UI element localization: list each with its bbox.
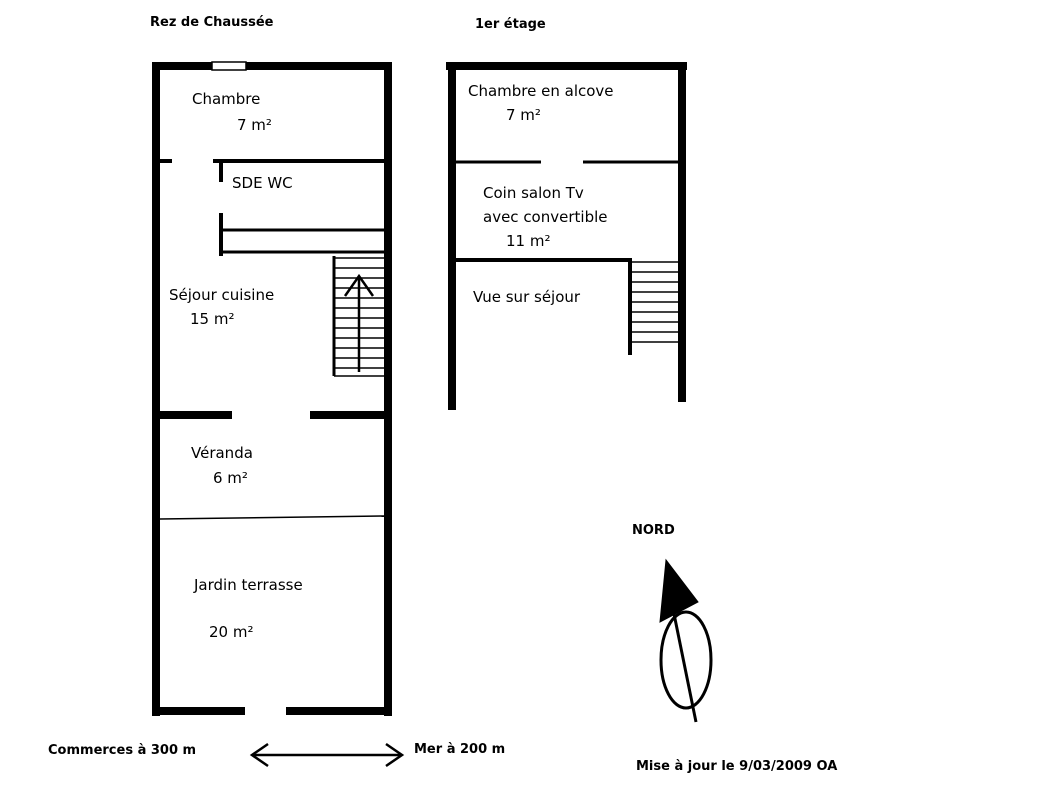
ground-floor-title: Rez de Chaussée (150, 15, 274, 30)
alcove-name: Chambre en alcove (468, 82, 614, 100)
salon-name-line1: Coin salon Tv (483, 184, 584, 202)
veranda-name: Véranda (191, 444, 253, 462)
salon-name-line2: avec convertible (483, 208, 608, 226)
vue-sejour-label: Vue sur séjour (473, 288, 581, 306)
salon-area: 11 m² (506, 232, 551, 250)
chambre-name: Chambre (192, 90, 261, 108)
ground-window (211, 61, 247, 71)
sejour-area: 15 m² (190, 310, 235, 328)
compass-needle (670, 603, 698, 723)
chambre-area: 7 m² (237, 116, 272, 134)
north-arrow-head (659, 558, 699, 623)
compass-ellipse (659, 610, 713, 710)
sde-name: SDE WC (232, 174, 293, 192)
veranda-divider (159, 515, 385, 520)
ground-floor-plan (152, 61, 392, 716)
first-floor-title: 1er étage (475, 17, 546, 32)
sejour-name: Séjour cuisine (169, 286, 275, 304)
jardin-area: 20 m² (209, 623, 254, 641)
ground-staircase (332, 256, 388, 377)
north-compass-icon (659, 558, 713, 723)
jardin-name: Jardin terrasse (194, 576, 303, 594)
first-staircase (630, 261, 682, 343)
alcove-area: 7 m² (506, 106, 541, 124)
first-floor-plan (446, 62, 687, 410)
update-note: Mise à jour le 9/03/2009 OA (636, 759, 838, 774)
stair-up-arrow-icon (343, 273, 375, 372)
shops-distance-label: Commerces à 300 m (48, 743, 197, 758)
compass-label: NORD (632, 523, 675, 538)
veranda-area: 6 m² (213, 469, 248, 487)
sea-distance-label: Mer à 200 m (414, 742, 506, 757)
distance-double-arrow-icon (249, 742, 405, 768)
